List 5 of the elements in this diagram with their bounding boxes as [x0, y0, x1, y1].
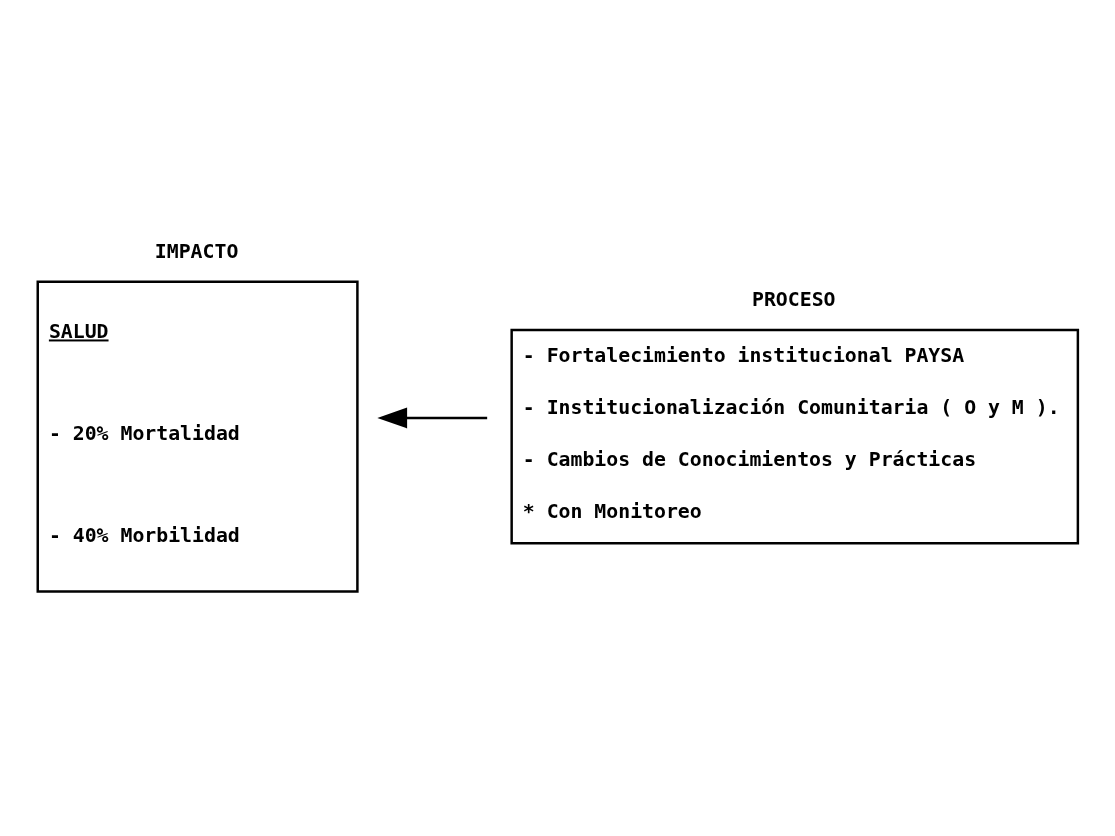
- node-label: PROCESO: [752, 288, 836, 312]
- arrow: [377, 407, 488, 429]
- node-box: SALUD - 20% Mortalidad - 40% Morbilidad: [36, 280, 359, 593]
- node-label: IMPACTO: [154, 239, 239, 263]
- node-box: - Fortalecimiento institucional PAYSA - Institucionalización Comunitaria ( O y M ). - Cambios de Conocimientos y Prácticas * Con Monitoreo: [510, 328, 1080, 545]
